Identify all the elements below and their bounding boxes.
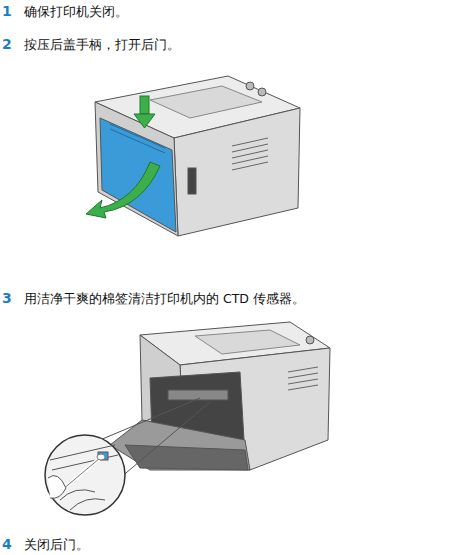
step-number: 1 <box>2 3 12 19</box>
step-text: 确保打印机关闭。 <box>24 4 128 20</box>
step-text: 用洁净干爽的棉签清洁打印机内的 CTD 传感器。 <box>24 291 305 307</box>
step-text: 关闭后门。 <box>24 537 89 553</box>
step-number: 2 <box>2 36 12 52</box>
step-text: 按压后盖手柄，打开后门。 <box>24 37 180 53</box>
step-number: 3 <box>2 290 12 306</box>
step-number: 4 <box>2 536 12 552</box>
